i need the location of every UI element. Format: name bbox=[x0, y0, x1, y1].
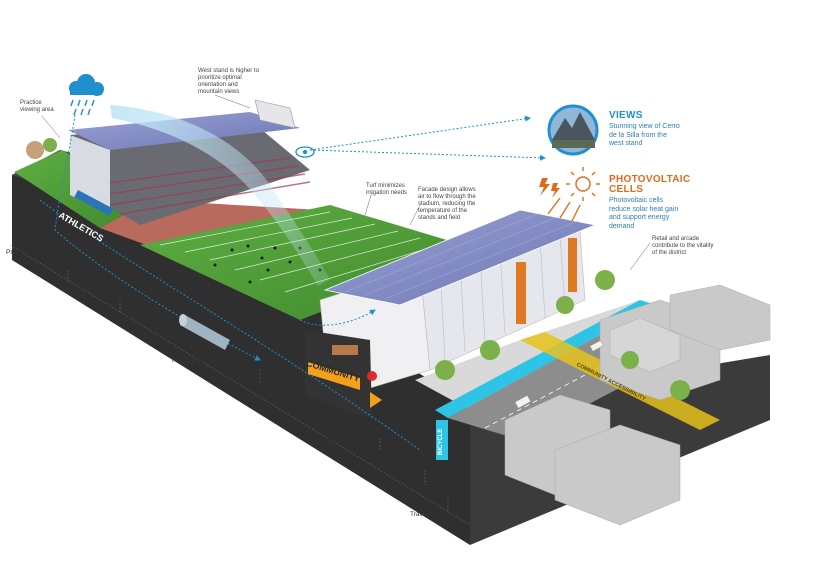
turf-note: Turf minimizes irrigation needs bbox=[366, 183, 408, 196]
axis-label-sidewalk: Sidewalk bbox=[385, 486, 412, 493]
axis-dimension-lines bbox=[9, 244, 471, 526]
air-flow-arrow bbox=[110, 105, 330, 286]
views-body: Stunning view of Cerro de la Silla from … bbox=[609, 123, 680, 147]
trees bbox=[26, 138, 690, 400]
sun-icon bbox=[566, 167, 600, 201]
surrounding-buildings bbox=[504, 284, 771, 526]
cars bbox=[514, 340, 604, 409]
photovoltaic-title-line2: CELLS bbox=[609, 184, 644, 195]
axis-label-playing-field: Playing Field bbox=[172, 357, 210, 364]
eye-icon bbox=[295, 146, 315, 158]
axis-label-practice-field: Practice Field bbox=[6, 249, 46, 256]
axis-label-east-stand: East Stand bbox=[310, 440, 342, 447]
facade-note: Facade design allows air to flow through… bbox=[418, 187, 476, 221]
solar-ray-arrows bbox=[547, 197, 581, 222]
west-stand-note: West stand is higher to prioritize optim… bbox=[198, 68, 259, 95]
retail-note: Retail and arcade contribute to the vita… bbox=[652, 236, 714, 256]
axis-label-west-stand: West Stand bbox=[68, 284, 102, 291]
rain-cloud-icon bbox=[69, 74, 104, 116]
annotation-leaders bbox=[41, 94, 651, 271]
photovoltaic-title-line1: PHOTOVOLTAIC bbox=[609, 174, 691, 185]
cistern-pipe bbox=[179, 314, 230, 350]
views-title: VIEWS bbox=[609, 110, 643, 121]
community-sign bbox=[308, 362, 382, 408]
lightning-icon bbox=[539, 178, 560, 198]
axis-label-traveling-lanes: Traveling Lanes bbox=[410, 511, 457, 518]
photovoltaic-body: Photovoltaic cells reduce solar heat gai… bbox=[609, 197, 679, 230]
bicycle-label: BICYCLE bbox=[438, 428, 444, 455]
practice-viewing-area-note: Practice viewing area bbox=[20, 100, 54, 113]
mountain-view-icon bbox=[547, 104, 599, 156]
bike-lane-section bbox=[436, 420, 448, 460]
east-stand-building bbox=[305, 209, 597, 420]
